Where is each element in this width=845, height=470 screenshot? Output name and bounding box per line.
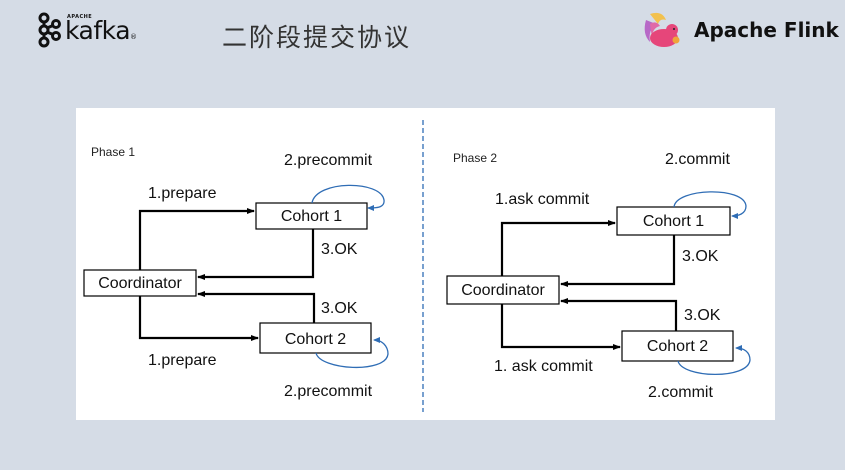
- phase2-ok-arrow-1: [560, 235, 676, 287]
- phase1-prepare-arrow-2: [138, 296, 259, 341]
- phase1-cohort2-self-loop: [315, 337, 389, 369]
- phase2-cohort1-box: [616, 206, 731, 236]
- kafka-logo: APACHE kafka®: [36, 12, 137, 48]
- kafka-nodes-icon: [38, 12, 61, 48]
- phase2-cohort2-box: [621, 330, 734, 362]
- phase1-coordinator-label: Coordinator: [98, 275, 182, 292]
- phase1-cohort1-box: [255, 202, 368, 230]
- phase1-step2-top-label: 2.precommit: [284, 152, 373, 169]
- phase1-step1-bottom-label: 1.prepare: [148, 352, 217, 369]
- phase1-diagram: Phase 1 2.precommit 1.prepare Cohort 1 C…: [83, 145, 389, 400]
- phase1-cohort1-self-loop: [311, 184, 385, 211]
- flink-squirrel-icon: [644, 12, 680, 47]
- phase2-step2-top-label: 2.commit: [665, 151, 730, 168]
- phase1-step3-bottom-label: 3.OK: [321, 300, 358, 317]
- phase2-coordinator-label: Coordinator: [461, 282, 545, 299]
- diagram-panel: Phase 1 2.precommit 1.prepare Cohort 1 C…: [76, 108, 775, 420]
- phase2-cohort1-label: Cohort 1: [643, 213, 704, 230]
- kafka-reg: ®: [130, 32, 137, 41]
- phase1-ok-arrow-2: [197, 291, 316, 323]
- phase1-prepare-arrow-1: [138, 208, 255, 270]
- phase2-step2-bottom-label: 2.commit: [648, 384, 713, 401]
- phase2-step1-top-label: 1.ask commit: [495, 191, 590, 208]
- phase2-diagram: Phase 2 2.commit 1.ask commit Cohort 1 C…: [446, 151, 751, 401]
- phase2-title: Phase 2: [453, 151, 497, 165]
- phase1-cohort2-label: Cohort 2: [285, 331, 346, 348]
- phase2-step1-bottom-label: 1. ask commit: [494, 358, 593, 375]
- phase1-step1-top-label: 1.prepare: [148, 185, 217, 202]
- phase1-step3-top-label: 3.OK: [321, 241, 358, 258]
- two-phase-commit-diagram: Phase 1 2.precommit 1.prepare Cohort 1 C…: [83, 120, 751, 412]
- phase1-coordinator-box: [83, 269, 197, 297]
- phase1-title: Phase 1: [91, 145, 135, 159]
- phase2-step3-top-label: 3.OK: [682, 248, 719, 265]
- kafka-wordmark: APACHE kafka®: [65, 13, 137, 45]
- phase2-ask-commit-arrow-2: [500, 304, 621, 350]
- phase1-cohort2-box: [259, 322, 372, 354]
- phase2-ask-commit-arrow-1: [500, 220, 616, 276]
- kafka-apache-label: APACHE: [67, 13, 93, 20]
- phase2-cohort1-self-loop: [673, 191, 747, 219]
- kafka-word: kafka: [65, 15, 131, 45]
- phase1-step2-bottom-label: 2.precommit: [284, 383, 373, 400]
- phase2-cohort2-label: Cohort 2: [647, 338, 708, 355]
- page-title: 二阶段提交协议: [222, 23, 412, 52]
- phase2-cohort2-self-loop: [677, 345, 751, 375]
- phase1-ok-arrow-1: [197, 229, 315, 280]
- flink-logo: Apache Flink: [640, 10, 839, 50]
- flink-wordmark: Apache Flink: [694, 18, 839, 42]
- phase2-step3-bottom-label: 3.OK: [684, 307, 721, 324]
- phase2-ok-arrow-2: [560, 298, 678, 331]
- phase1-cohort1-label: Cohort 1: [281, 208, 342, 225]
